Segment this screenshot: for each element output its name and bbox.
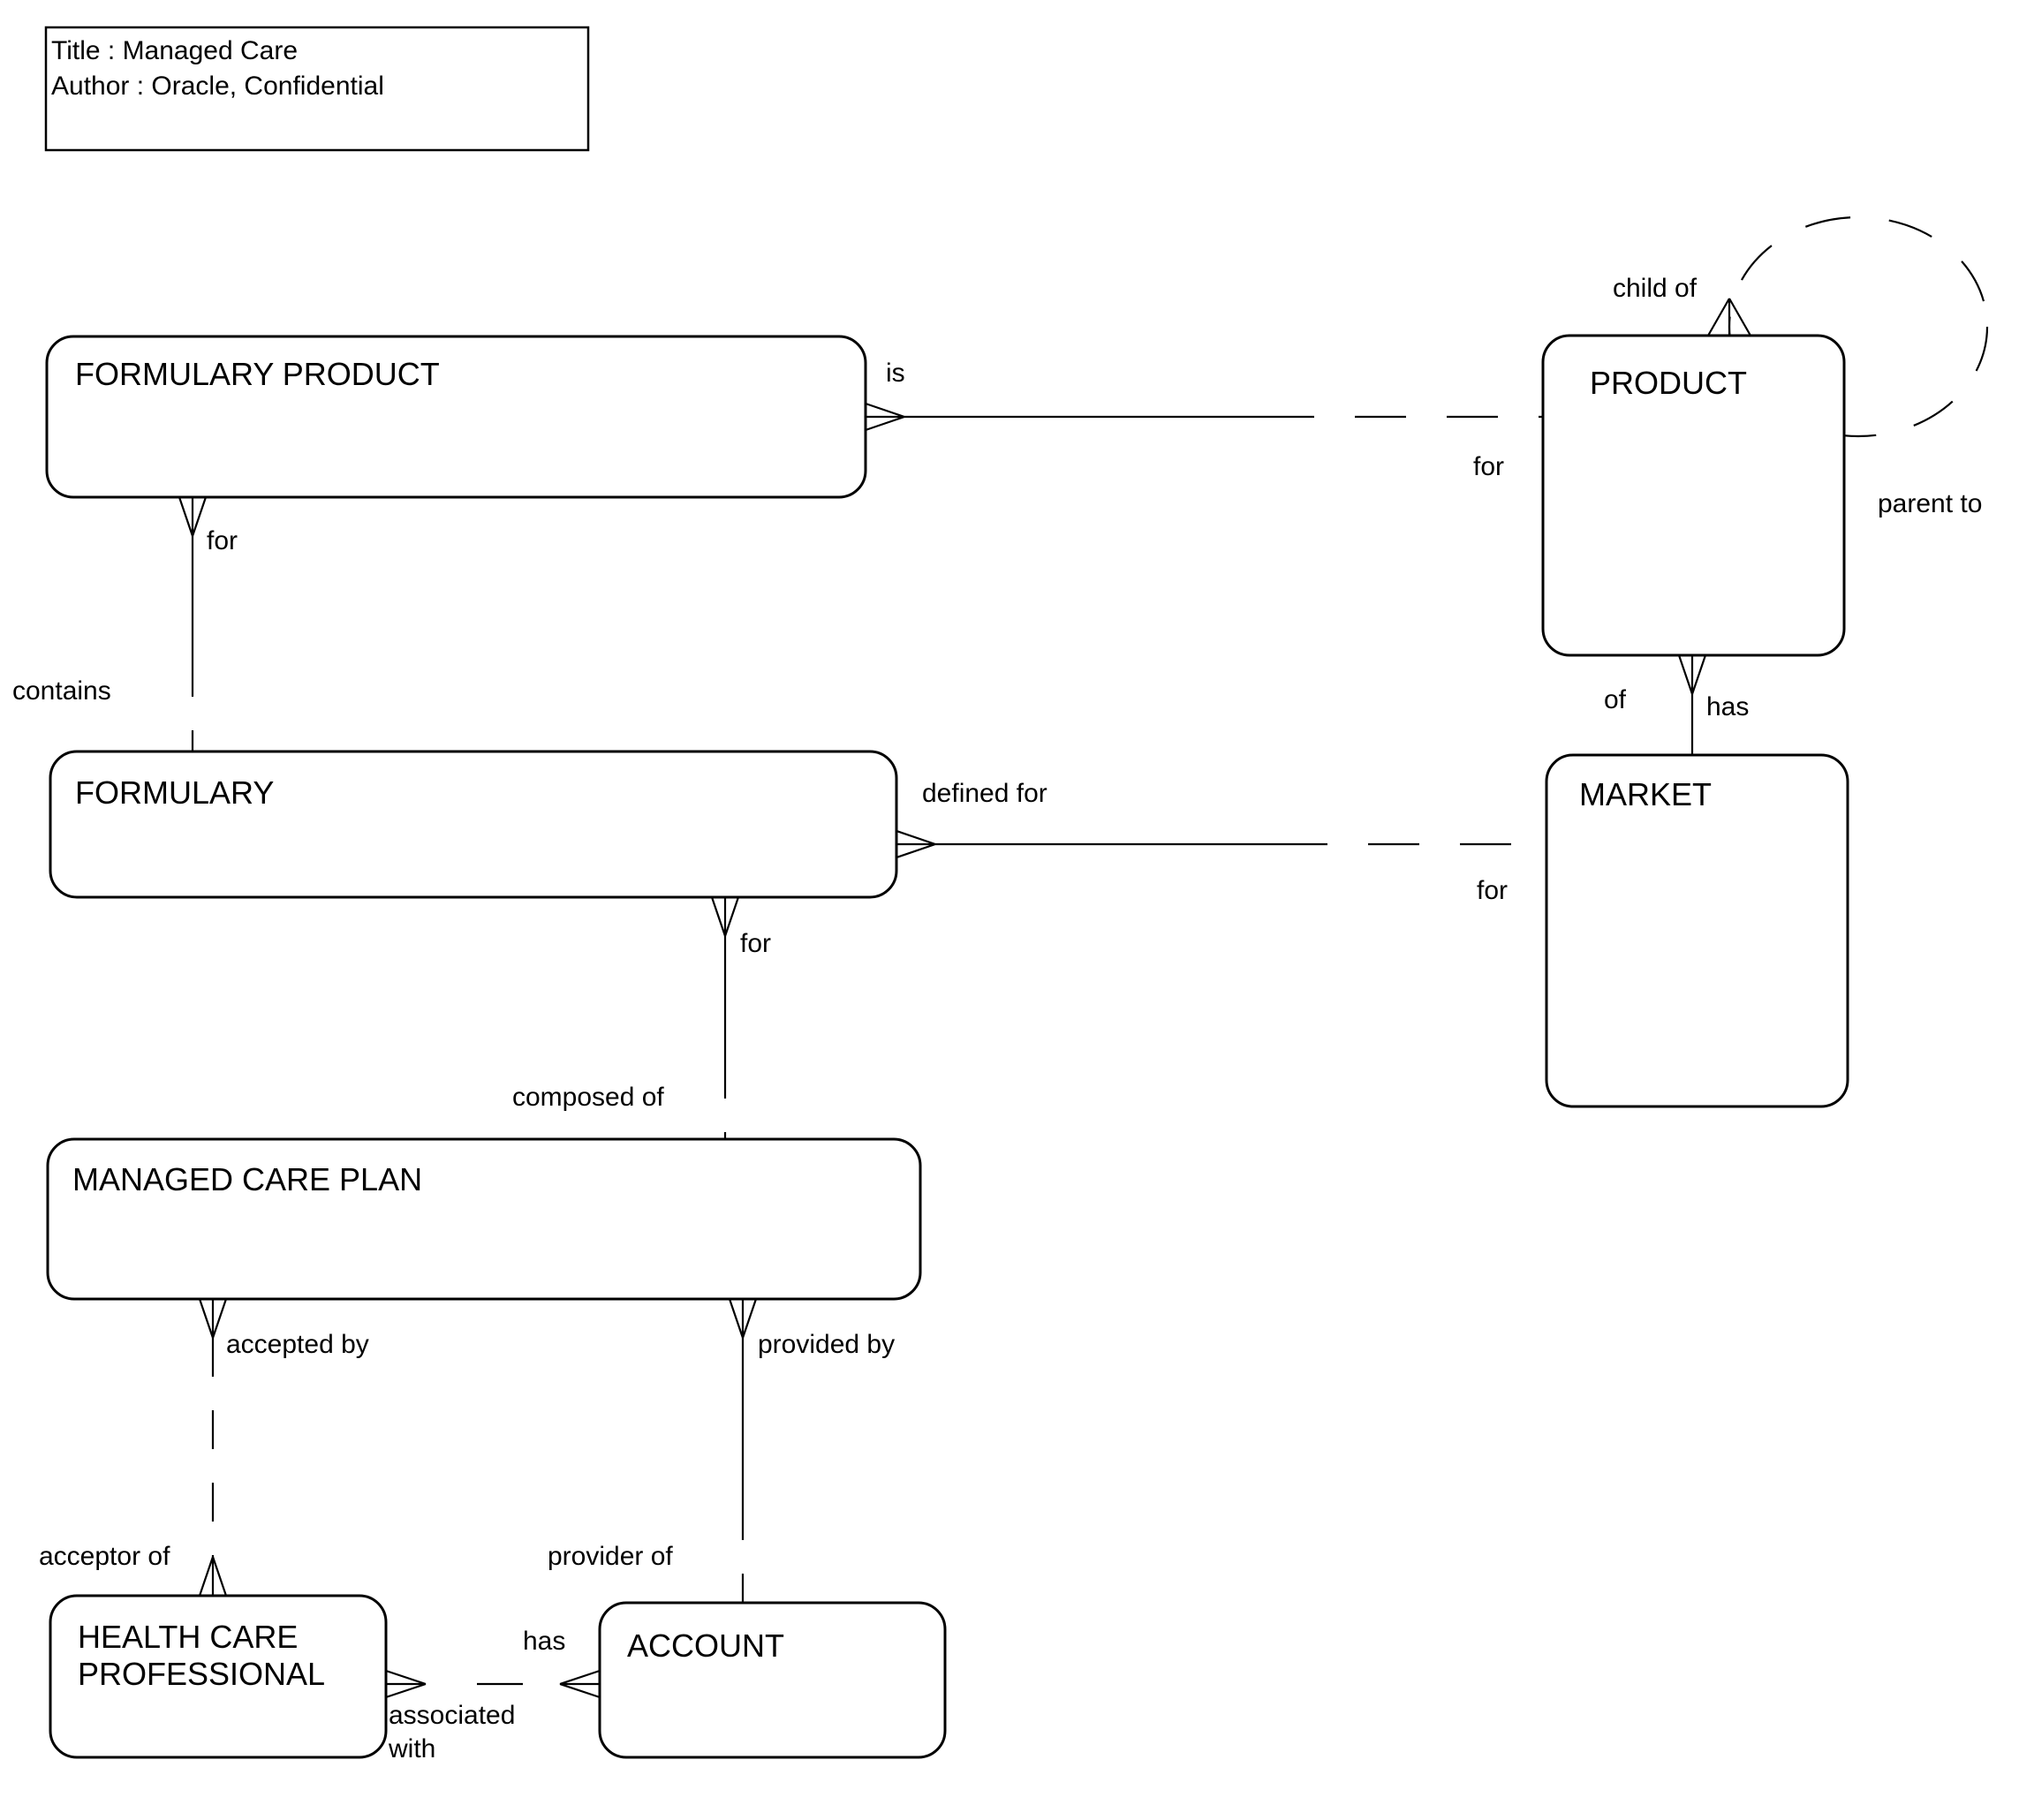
title-box	[44, 26, 590, 152]
relationship-contains-line	[178, 496, 208, 751]
rel-label-is: is	[886, 359, 905, 388]
entity-product: PRODUCT	[1541, 334, 1846, 657]
crowsfoot-many-icon	[896, 829, 936, 859]
rel-label-parent-to: parent to	[1878, 489, 1982, 518]
rel-label-for-formulary: for	[207, 526, 238, 555]
crowsfoot-many-icon	[178, 496, 208, 537]
entity-formulary-product: FORMULARY PRODUCT	[45, 335, 867, 499]
rel-label-provided-by: provided by	[758, 1330, 895, 1359]
rel-label-with: with	[388, 1734, 435, 1763]
entity-name: FORMULARY	[75, 774, 274, 811]
entity-box	[46, 1137, 922, 1301]
entity-box	[598, 1601, 947, 1759]
entity-account: ACCOUNT	[598, 1601, 947, 1759]
rel-label-for-market: for	[1477, 876, 1508, 905]
rel-label-has-account: has	[523, 1627, 565, 1656]
entity-name-line1: HEALTH CARE	[78, 1619, 298, 1655]
rel-label-has-market: has	[1706, 692, 1749, 721]
rel-label-defined-for: defined for	[922, 779, 1047, 808]
entity-name: ACCOUNT	[627, 1627, 784, 1664]
rel-label-child-of: child of	[1613, 274, 1698, 303]
entity-name: FORMULARY PRODUCT	[75, 356, 440, 392]
rel-label-contains: contains	[12, 676, 111, 706]
crowsfoot-many-icon	[198, 1556, 228, 1597]
crowsfoot-many-icon	[710, 896, 740, 937]
crowsfoot-many-icon	[198, 1298, 228, 1339]
entity-formulary: FORMULARY	[49, 750, 898, 899]
rel-label-accepted-by: accepted by	[226, 1330, 369, 1359]
crowsfoot-many-icon	[559, 1669, 601, 1699]
title-block: Title : Managed Care Author : Oracle, Co…	[44, 26, 590, 152]
relationship-is-for-line	[865, 402, 1543, 432]
relationship-defined-for-line	[896, 829, 1546, 859]
entity-box	[49, 1594, 388, 1759]
relationship-has-associated-with-line	[385, 1669, 601, 1699]
relationship-composed-of-line	[710, 896, 740, 1139]
rel-label-composed-of: composed of	[512, 1083, 664, 1112]
entity-name: MARKET	[1579, 776, 1712, 812]
relationship-accepted-by-line	[198, 1298, 228, 1597]
diagram-title: Title : Managed Care	[51, 36, 298, 65]
entity-market: MARKET	[1545, 753, 1849, 1108]
crowsfoot-many-icon	[728, 1298, 758, 1339]
relationship-provided-by-line	[728, 1298, 758, 1603]
entity-name-line2: PROFESSIONAL	[78, 1656, 325, 1692]
crowsfoot-many-icon	[865, 402, 905, 432]
entity-managed-care-plan: MANAGED CARE PLAN	[46, 1137, 922, 1301]
crowsfoot-many-icon	[1707, 298, 1751, 336]
crowsfoot-many-icon	[1677, 654, 1707, 695]
rel-label-of: of	[1604, 685, 1627, 714]
entity-box	[45, 335, 867, 499]
entity-box	[1541, 334, 1846, 657]
rel-label-for-mcp: for	[740, 929, 771, 958]
diagram-author: Author : Oracle, Confidential	[51, 72, 384, 101]
entity-name: MANAGED CARE PLAN	[72, 1161, 422, 1197]
entity-name: PRODUCT	[1590, 365, 1747, 401]
rel-label-acceptor-of: acceptor of	[39, 1542, 170, 1571]
relationship-of-has-line	[1677, 654, 1707, 755]
entity-box	[49, 750, 898, 899]
rel-label-associated: associated	[389, 1701, 515, 1730]
entity-box	[1545, 753, 1849, 1108]
crowsfoot-many-icon	[385, 1669, 427, 1699]
rel-label-for-product: for	[1473, 452, 1504, 481]
rel-label-provider-of: provider of	[548, 1542, 673, 1571]
entity-health-care-professional: HEALTH CARE PROFESSIONAL	[49, 1594, 388, 1759]
